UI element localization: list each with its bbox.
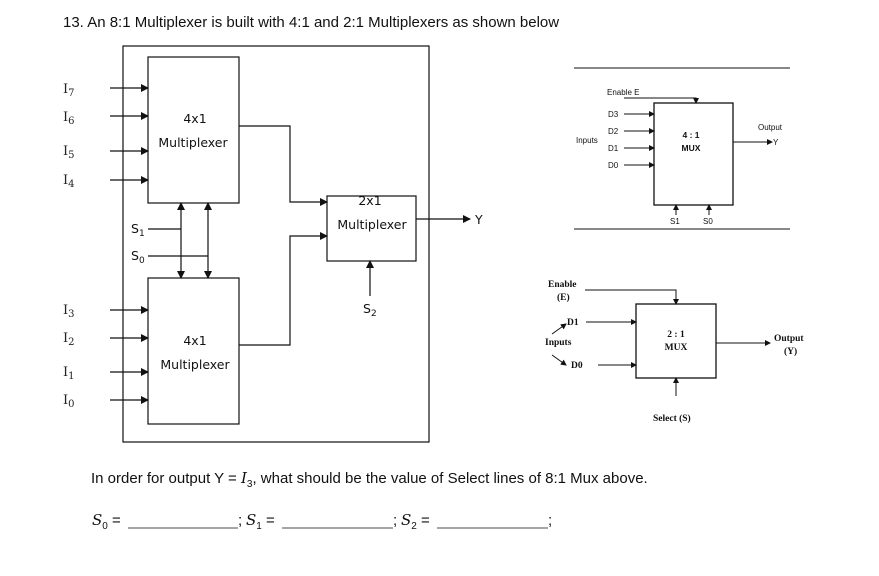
ref2-output-line2: (Y) [784, 346, 797, 357]
answer-sep-3: ; [548, 512, 552, 529]
mux-top-line1: 4x1 [183, 111, 206, 126]
ref2-box-line1: 2 : 1 [667, 330, 685, 340]
answer-row: S0 = ; S1 = ; S2 = ; [92, 511, 552, 532]
ref4-output-label: Output [758, 123, 783, 132]
ref4-mux-box [653, 102, 734, 206]
answer-s0-label: S0 = [92, 511, 121, 532]
ref2-enable-line2: (E) [557, 292, 570, 303]
ref4-box-line2: MUX [682, 143, 701, 153]
ref4-d2-label: D2 [608, 127, 619, 136]
ref4-s0-label: S0 [703, 217, 713, 226]
label-i3: I3 [63, 303, 75, 320]
label-i7: I7 [63, 82, 75, 99]
label-i5: I5 [63, 144, 75, 161]
label-i4: I4 [63, 173, 75, 190]
label-s2: S2 [363, 301, 377, 319]
mux-bottom-line2: Multiplexer [160, 357, 230, 372]
mux-bottom-line1: 4x1 [183, 333, 206, 348]
label-i6: I6 [63, 110, 75, 127]
answer-sep-2: ; [393, 512, 397, 529]
answer-sep-1: ; [238, 512, 242, 529]
ref4-inputs-label: Inputs [576, 136, 598, 145]
ref4-enable-wire [624, 97, 699, 104]
ref4-d0-label: D0 [608, 161, 619, 170]
mux-top-line2: Multiplexer [158, 135, 228, 150]
question-prompt: In order for output Y = I3, what should … [91, 469, 648, 490]
label-i2: I2 [63, 331, 75, 348]
ref2-output-line1: Output [774, 334, 804, 344]
ref2-inputs-label: Inputs [545, 338, 572, 348]
input-labels-bottom: I3 I2 I1 I0 [63, 303, 75, 410]
mux-bottom-output-wire [239, 232, 328, 346]
mux-final-line1: 2x1 [358, 193, 381, 208]
ref2-d0-label: D0 [571, 361, 583, 371]
ref2-inputs-up-arrow [551, 323, 567, 335]
ref4-output-y: Y [773, 138, 779, 147]
ref-4to1-diagram [574, 67, 790, 230]
main-8to1-diagram [110, 45, 471, 443]
diagram-frame [122, 45, 430, 443]
ref2-select-label: Select (S) [653, 413, 691, 424]
mux-bottom-box [147, 277, 240, 425]
question-title: 13. An 8:1 Multiplexer is built with 4:1… [63, 14, 559, 31]
ref2-enable-line1: Enable [548, 280, 577, 290]
label-i1: I1 [63, 365, 75, 382]
answer-s1-label: S1 = [246, 511, 275, 532]
mux-final-line2: Multiplexer [337, 217, 407, 232]
ref2-mux-box [635, 303, 717, 379]
ref4-d1-label: D1 [608, 144, 619, 153]
ref2-box-line2: MUX [665, 343, 688, 353]
ref4-d3-label: D3 [608, 110, 619, 119]
ref2-inputs-down-arrow [551, 354, 567, 366]
label-output-y: Y [474, 212, 483, 227]
mux-top-box [147, 56, 240, 204]
mux-top-output-wire [239, 125, 328, 206]
input-labels-top: I7 I6 I5 I4 [63, 82, 75, 190]
ref4-box-line1: 4 : 1 [682, 130, 699, 140]
ref-2to1-diagram [551, 289, 771, 396]
ref2-d1-label: D1 [567, 318, 579, 328]
label-i0: I0 [63, 393, 75, 410]
label-s1: S1 [131, 221, 145, 239]
ref4-enable-label: Enable E [607, 88, 639, 97]
ref2-enable-wire [585, 289, 679, 305]
ref4-s1-label: S1 [670, 217, 680, 226]
answer-s2-label: S2 = [401, 511, 430, 532]
label-s0: S0 [131, 248, 145, 266]
